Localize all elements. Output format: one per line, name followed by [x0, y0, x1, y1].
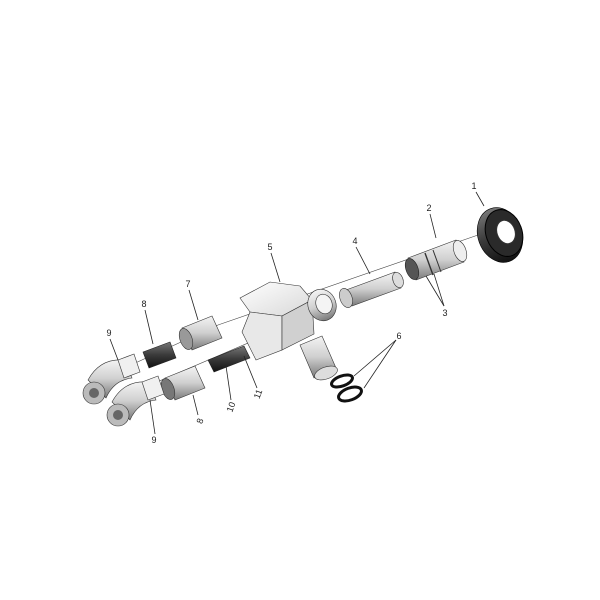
callout-8-upper: 8: [141, 299, 147, 309]
callout-6: 6: [396, 331, 402, 341]
part-9-elbow-lower: [106, 375, 165, 427]
callout-1: 1: [471, 181, 477, 191]
callout-4: 4: [352, 236, 358, 246]
part-5-manifold-block: [239, 281, 338, 381]
part-1-knurled-nut: [476, 207, 524, 263]
callout-9-upper: 9: [106, 328, 112, 338]
callout-9-lower: 9: [151, 435, 157, 445]
callout-5: 5: [267, 242, 273, 252]
callout-3: 3: [442, 308, 448, 318]
part-2-valve-cartridge: [404, 239, 468, 281]
part-9-elbow-upper: [82, 353, 141, 405]
part-10-11-nipple: [207, 345, 251, 373]
part-4-tube: [339, 271, 404, 308]
callout-7: 7: [185, 279, 191, 289]
part-8-adapter-lower: [160, 365, 206, 401]
part-6-o-rings: [330, 373, 363, 403]
leader-lines: [109, 191, 485, 435]
part-8-adapter-upper: [142, 341, 177, 369]
callout-2: 2: [426, 203, 432, 213]
part-7-fitting: [178, 315, 223, 351]
